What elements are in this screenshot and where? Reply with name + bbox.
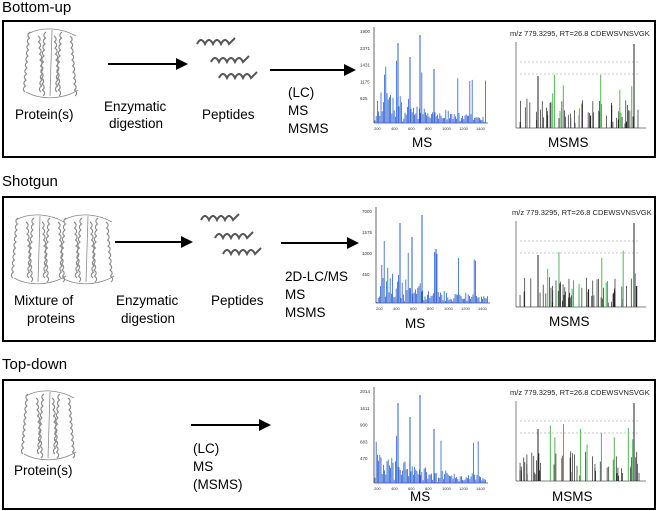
section-title-bottom-up: Bottom-up [2,0,72,16]
svg-text:1000: 1000 [442,126,452,131]
msms-label: MSMS [549,314,590,329]
arrow-to-peptides [115,236,193,248]
peptides-label: Peptides [211,293,264,308]
svg-text:400: 400 [393,306,400,311]
digestion-label-line-1: Enzymatic [116,293,179,308]
svg-text:1000: 1000 [444,306,454,311]
msms-label: MSMS [552,489,593,504]
msms-spectrum [515,401,646,482]
svg-text:400: 400 [391,486,398,491]
svg-text:2371: 2371 [360,46,371,51]
svg-text:1900: 1900 [360,29,371,34]
ms-label: MS [405,316,426,331]
svg-text:900: 900 [360,423,368,428]
svg-text:1200: 1200 [461,306,471,311]
svg-text:200: 200 [376,306,383,311]
arrow-to-ms [281,237,359,249]
msms-header: m/z 779.3295, RT=26.8 CDEWSVNSVGK [510,29,650,38]
method-label: MS [285,287,306,302]
digestion-label-line-2: digestion [121,311,176,326]
panel-top-down [2,379,656,510]
svg-text:1200: 1200 [459,126,469,131]
peptides-label: Peptides [202,107,255,122]
svg-text:200: 200 [374,126,381,131]
svg-text:600: 600 [410,306,417,311]
ms-label: MS [410,489,431,504]
method-label: (LC) [288,85,315,100]
method-label: MS [288,103,309,118]
method-label: MS [193,459,214,474]
svg-text:1000: 1000 [362,251,373,256]
svg-text:600: 600 [408,126,415,131]
svg-text:800: 800 [425,486,432,491]
svg-text:400: 400 [391,126,398,131]
peptides-icon [200,213,262,257]
protein-structure-icon [58,214,115,285]
protein-structure-icon [22,28,79,99]
method-label: (LC) [193,441,220,456]
svg-text:600: 600 [408,486,415,491]
arrow-to-peptides [108,58,188,70]
panel-bottom-up [2,20,656,158]
svg-text:1431: 1431 [360,63,371,68]
svg-text:800: 800 [427,306,434,311]
digestion-label-line-2: digestion [109,116,164,131]
svg-text:1575: 1575 [362,230,373,235]
svg-text:625: 625 [360,96,368,101]
svg-text:1175: 1175 [360,79,370,84]
digestion-label-line-1: Enzymatic [104,99,167,114]
msms-spectrum [515,42,646,129]
svg-text:2014: 2014 [360,389,371,394]
svg-text:800: 800 [425,126,432,131]
arrow-to-ms [270,64,356,76]
msms-header: m/z 779.3295, RT=26.8 CDEWSVNSVGK [510,388,650,397]
protein-structure-icon [10,214,67,285]
method-label: MSMS [288,121,329,136]
protein-label-line-1: Mixture of [14,293,74,308]
svg-text:7000: 7000 [362,209,373,214]
msms-header: m/z 779.3295, RT=26.8 CDEWSVNSVGK [512,208,652,217]
msms-label: MSMS [548,135,589,150]
section-title-top-down: Top-down [2,356,68,373]
svg-text:1200: 1200 [459,486,469,491]
svg-text:1400: 1400 [476,486,486,491]
method-label: MSMS [285,305,326,320]
panel-shotgun [2,196,656,342]
svg-text:470: 470 [360,456,368,461]
method-label: (MSMS) [193,477,243,492]
method-label: 2D-LC/MS [285,269,349,284]
svg-text:450: 450 [362,272,370,277]
protein-label: Protein(s) [15,107,74,122]
msms-spectrum [515,221,646,308]
ms-spectrum: 1900 2371 1431 1175 625 200 400 600 800 1000 1200 1… [360,27,488,131]
ms-label: MS [412,135,433,150]
section-title-shotgun: Shotgun [2,173,58,190]
svg-text:683: 683 [360,439,368,444]
protein-structure-icon [20,390,77,461]
svg-text:1000: 1000 [442,486,452,491]
ms-spectrum: 2014 1611 900 683 470 200 400 600 800 1000 1200 140… [360,387,488,491]
ms-spectrum: 7000 1575 1000 450 200 400 600 800 1000 1200 1400 [362,207,490,311]
svg-text:1611: 1611 [360,406,370,411]
peptides-icon [196,37,258,81]
protein-label-line-2: proteins [27,311,76,326]
svg-text:200: 200 [374,486,381,491]
protein-label: Protein(s) [14,463,73,478]
svg-text:1400: 1400 [476,126,486,131]
arrow-to-ms [191,419,271,431]
svg-text:1400: 1400 [478,306,488,311]
